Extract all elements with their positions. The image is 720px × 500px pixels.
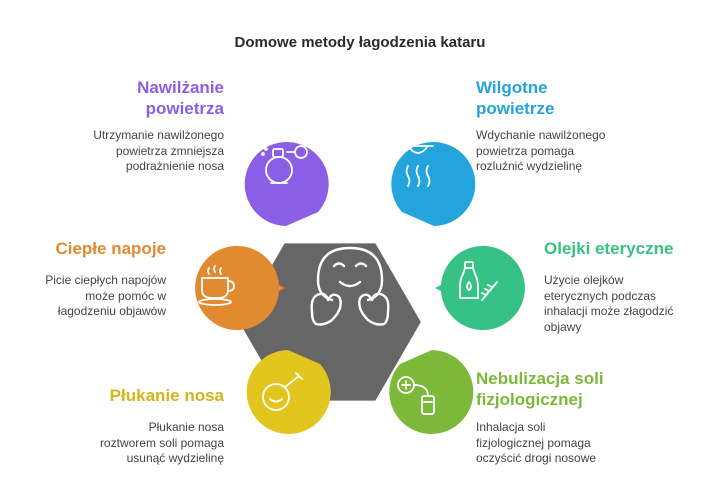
description-moist-air: Wdychanie nawilżonego powietrza pomaga r… (476, 128, 606, 173)
humidifier-icon (261, 145, 308, 184)
diagram-title: Domowe metody łagodzenia kataru (234, 34, 486, 51)
description-nasal-rinse: Płukanie nosa roztworem soli pomaga usun… (99, 420, 224, 465)
heading-nebulization: Nebulizacja soli fizjologicznej (476, 369, 604, 409)
heading-moist-air: Wilgotne powietrze (476, 78, 555, 118)
petal-essential-oils (435, 245, 525, 331)
nasal-bulb-icon (262, 372, 303, 411)
smiling-face-icon (310, 246, 390, 326)
heading-humidification: Nawilżanie powietrza (137, 78, 224, 118)
heading-nasal-rinse: Płukanie nosa (109, 386, 224, 405)
nebulizer-icon (397, 376, 435, 415)
petal-nebulization (389, 350, 474, 434)
petal-humidification (244, 142, 329, 226)
petal-moist-air (391, 142, 476, 226)
hot-cup-icon (198, 265, 235, 306)
petal-warm-drinks (195, 245, 285, 331)
steam-icon (402, 145, 434, 187)
heading-essential-oils: Olejki eteryczne (544, 239, 674, 258)
heading-warm-drinks: Ciepłe napoje (55, 239, 166, 258)
description-warm-drinks: Picie ciepłych napojów może pomóc w łago… (45, 273, 166, 318)
description-humidification: Utrzymanie nawilżonego powietrza zmniejs… (93, 128, 224, 173)
description-essential-oils: Użycie olejków eterycznych podczas inhal… (544, 273, 674, 334)
description-nebulization: Inhalacja soli fizjologicznej pomaga ocz… (476, 420, 597, 465)
oil-bottle-icon (459, 261, 498, 301)
